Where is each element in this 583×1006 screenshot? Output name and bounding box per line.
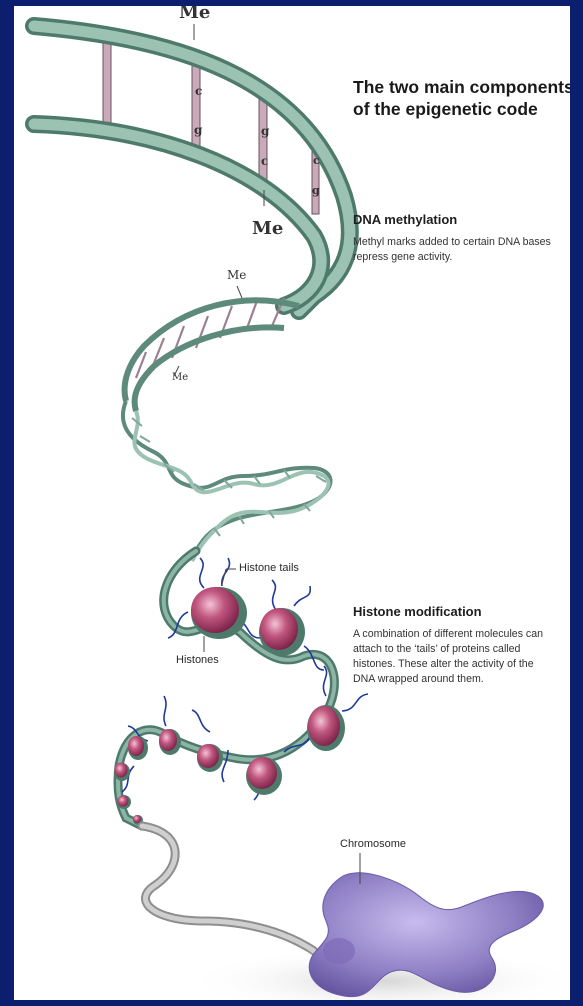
base-g-label: g	[194, 123, 202, 137]
histones-label: Histones	[176, 654, 219, 666]
dna-double-helix	[123, 401, 331, 561]
nucleosomes	[114, 587, 345, 825]
base-g-label: g	[312, 184, 320, 197]
base-c-label: c	[195, 84, 202, 98]
base-g-label: g	[261, 124, 269, 138]
dna-methylation-heading: DNA methylation	[353, 212, 457, 227]
base-c-label: c	[313, 154, 320, 167]
condensed-fiber	[142, 826, 314, 951]
histone-modification-description: A combination of different molecules can…	[353, 627, 558, 687]
histone-core	[114, 763, 130, 782]
epigenetics-illustration	[14, 6, 570, 1000]
base-c-label: c	[261, 154, 268, 168]
histone-core	[128, 736, 148, 760]
histone-modification-heading: Histone modification	[353, 604, 482, 619]
dna-methylation-description: Methyl marks added to certain DNA bases …	[353, 235, 553, 265]
histone-core	[191, 587, 247, 639]
histone-core	[197, 744, 223, 772]
methyl-label: Me	[252, 218, 283, 239]
histone-core	[259, 608, 305, 656]
ladder-rung	[103, 40, 111, 134]
histone-core	[307, 705, 345, 751]
diagram-panel: Me Me Me Me c g g c c g The two main com…	[14, 6, 570, 1000]
histone-tails-label: Histone tails	[239, 562, 299, 574]
histone-core	[159, 729, 181, 755]
page-title: The two main components of the epigeneti…	[353, 76, 570, 120]
chromosome-label: Chromosome	[340, 838, 406, 850]
histone-core	[117, 795, 131, 809]
ladder-rung	[192, 64, 200, 150]
methyl-label: Me	[172, 372, 188, 383]
methyl-label: Me	[227, 268, 246, 282]
methyl-label: Me	[179, 6, 210, 23]
histone-core	[246, 757, 282, 795]
